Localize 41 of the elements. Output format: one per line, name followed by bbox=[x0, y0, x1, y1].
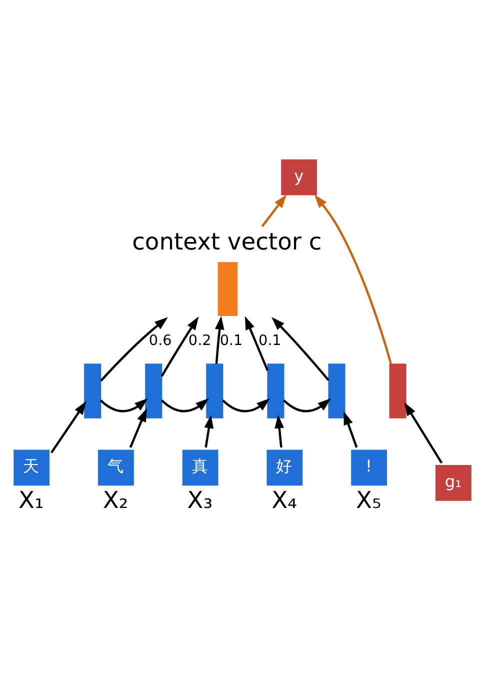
node-label: context vector c bbox=[132, 227, 322, 256]
node-bar bbox=[389, 364, 406, 418]
arrow bbox=[404, 402, 443, 464]
node-box: 天 bbox=[14, 450, 50, 486]
arrow bbox=[283, 398, 332, 412]
node-box: ! bbox=[351, 450, 387, 486]
edge-label: 0.2 bbox=[188, 333, 212, 349]
node-bar bbox=[267, 364, 284, 418]
arrow bbox=[314, 194, 392, 364]
arrow bbox=[100, 398, 148, 412]
node-bar bbox=[145, 364, 162, 418]
node-box bbox=[218, 262, 238, 316]
arrow bbox=[50, 401, 86, 454]
arrow bbox=[214, 316, 224, 364]
arrow bbox=[100, 317, 168, 382]
arrow bbox=[344, 411, 358, 448]
node-label: X₄ bbox=[272, 486, 298, 514]
edge-label: 0.1 bbox=[258, 333, 282, 349]
arrow bbox=[222, 398, 270, 412]
edge-label: 0.6 bbox=[148, 333, 172, 349]
node-box: y bbox=[281, 159, 317, 196]
node-box: g₁ bbox=[435, 465, 472, 501]
node-box: 真 bbox=[182, 450, 218, 486]
node-box: 好 bbox=[266, 450, 303, 486]
arrow bbox=[244, 316, 269, 372]
node-bar bbox=[328, 364, 346, 418]
node-bar bbox=[206, 364, 224, 418]
arrow bbox=[261, 194, 287, 228]
edge-label: 0.1 bbox=[220, 333, 243, 349]
node-label: X₅ bbox=[356, 486, 382, 514]
node-box: 气 bbox=[98, 450, 134, 486]
node-label: X₂ bbox=[102, 486, 128, 514]
node-label: X₃ bbox=[187, 486, 213, 514]
arrow bbox=[160, 316, 199, 377]
node-bar bbox=[84, 364, 102, 418]
arrow bbox=[129, 408, 147, 448]
arrow bbox=[204, 414, 214, 448]
arrow bbox=[274, 414, 284, 448]
arrow bbox=[272, 317, 330, 381]
node-label: X₁ bbox=[18, 486, 44, 514]
arrow bbox=[161, 398, 210, 412]
